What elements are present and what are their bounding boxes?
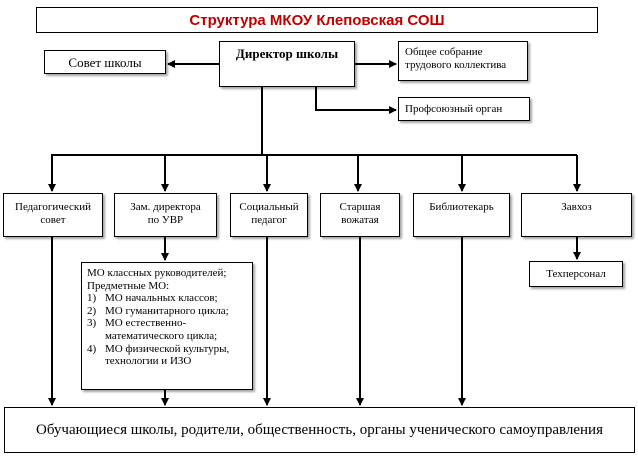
title-box: Структура МКОУ Клеповская СОШ [36, 7, 598, 33]
dept-deputy-director: Зам. директора по УВР [114, 193, 217, 237]
stakeholders-label: Обучающиеся школы, родители, общественно… [36, 421, 603, 438]
mo-item-text: технологии и ИЗО [105, 355, 192, 368]
mo-list-item: 4) МО физической культуры, технологии и … [87, 343, 247, 368]
mo-item-text: МО естественно- [105, 317, 187, 330]
mo-list-item: 1) МО начальных классов; [87, 292, 247, 305]
union-label: Профсоюзный орган [405, 102, 503, 115]
dept-label-line: совет [40, 214, 66, 226]
mo-item-text: математического цикла; [105, 329, 218, 342]
mo-intro-line: МО классных руководителей; [87, 267, 227, 279]
dept-label-line: Зам. директора [130, 201, 201, 213]
dept-label-line: Старшая [339, 201, 381, 213]
council-label: Совет школы [68, 54, 142, 70]
director-label: Директор школы [235, 46, 339, 61]
dept-senior-counselor: Старшая вожатая [320, 193, 400, 237]
director-box: Директор школы [219, 41, 355, 87]
methodical-associations-box: МО классных руководителей; Предметные МО… [81, 262, 253, 390]
mo-list: 1) МО начальных классов; 2) МО гуманитар… [87, 292, 247, 368]
council-box: Совет школы [44, 50, 166, 74]
dept-label-line: педагог [251, 214, 287, 226]
mo-list-item: 3) МО естественно- математического цикла… [87, 317, 247, 342]
dept-label-line: Завхоз [561, 201, 592, 213]
dept-label-line: по УВР [147, 214, 184, 226]
mo-intro-line: Предметные МО: [87, 279, 170, 292]
dept-librarian: Библиотекарь [413, 193, 510, 237]
assembly-label-line: трудового коллектива [405, 59, 507, 71]
mo-item-number: 4) [87, 342, 97, 355]
dept-social-pedagogue: Социальный педагог [230, 193, 308, 237]
staff-label: Техперсонал [546, 267, 606, 280]
assembly-box: Общее собрание трудового коллектива [398, 41, 528, 81]
mo-item-text: МО начальных классов; [105, 292, 218, 305]
mo-list-item: 2) МО гуманитарного цикла; [87, 305, 247, 318]
dept-pedagogical-council: Педагогический совет [3, 193, 103, 237]
mo-item-number: 1) [87, 292, 97, 305]
arrow-to-union [315, 87, 397, 114]
dept-label-line: вожатая [341, 214, 379, 226]
mo-item-text: МО физической культуры, [105, 342, 230, 355]
dept-facilities-manager: Завхоз [521, 193, 632, 237]
mo-item-text: МО гуманитарного цикла; [105, 304, 229, 317]
dept-label-line: Библиотекарь [429, 201, 494, 213]
union-box: Профсоюзный орган [398, 97, 530, 121]
mo-item-number: 3) [87, 317, 97, 330]
stakeholders-box: Обучающиеся школы, родители, общественно… [4, 407, 635, 453]
mo-item-number: 2) [87, 304, 97, 317]
page-title: Структура МКОУ Клеповская СОШ [189, 11, 445, 29]
dept-label-line: Педагогический [15, 201, 91, 213]
dept-label-line: Социальный [239, 201, 299, 213]
assembly-label-line: Общее собрание [405, 46, 483, 58]
technical-staff-box: Техперсонал [529, 261, 623, 287]
